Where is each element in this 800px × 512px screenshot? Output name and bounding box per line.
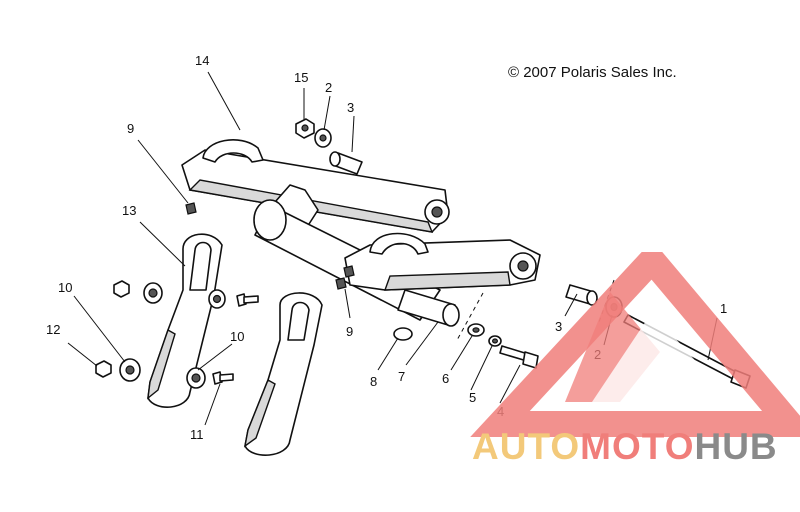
watermark-word-auto: AUTO (472, 426, 581, 467)
callout-3-top: 3 (347, 100, 354, 115)
callout-15: 15 (294, 70, 308, 85)
grease-fitting-upper (185, 202, 197, 215)
callout-10-left: 10 (58, 280, 72, 295)
bushing-right (565, 284, 598, 306)
o-ring (393, 327, 413, 341)
callout-9-left: 9 (127, 121, 134, 136)
callout-13: 13 (122, 203, 136, 218)
flange-nut-top (295, 118, 315, 139)
washer-large-hole (472, 327, 480, 333)
watermark-brand: AUTOMOTOHUB (472, 426, 778, 468)
callout-7: 7 (398, 369, 405, 384)
washer-arm-upper-hole (212, 294, 222, 304)
short-bolt (499, 345, 539, 369)
callout-11: 11 (190, 427, 204, 442)
copyright-notice: © 2007 Polaris Sales Inc. (508, 64, 677, 81)
washer-10-upper-hole (148, 288, 158, 298)
torque-arm-left (147, 233, 223, 408)
grease-fitting-cross (343, 265, 355, 278)
upper-control-arm (181, 139, 450, 239)
watermark-triangle-logo (470, 252, 800, 437)
callout-10-center: 10 (230, 329, 244, 344)
torque-arm-right (243, 292, 323, 456)
bolt-11-lower (212, 371, 234, 385)
nut-12 (95, 360, 112, 378)
callout-1: 1 (720, 301, 727, 316)
callout-2-top: 2 (325, 80, 332, 95)
washer-small-hole (492, 338, 499, 344)
washer-10-lower-hole (125, 365, 135, 375)
washer-top-hole (319, 134, 327, 142)
lower-control-arm (344, 232, 541, 291)
watermark-word-hub: HUB (694, 426, 778, 467)
watermark-word-moto: MOTO (580, 426, 695, 467)
nut-upper-left (113, 280, 130, 298)
callout-9-center: 9 (346, 324, 353, 339)
callout-14: 14 (195, 53, 209, 68)
callout-5: 5 (469, 390, 476, 405)
callout-3-right: 3 (555, 319, 562, 334)
callout-8: 8 (370, 374, 377, 389)
bolt-11-upper (236, 293, 259, 307)
washer-arm-lower-hole (191, 373, 201, 383)
callout-12: 12 (46, 322, 60, 337)
grease-fitting-lower (335, 277, 347, 290)
bushing-top (329, 151, 363, 175)
spacer-tube (397, 289, 460, 327)
callout-6: 6 (442, 371, 449, 386)
